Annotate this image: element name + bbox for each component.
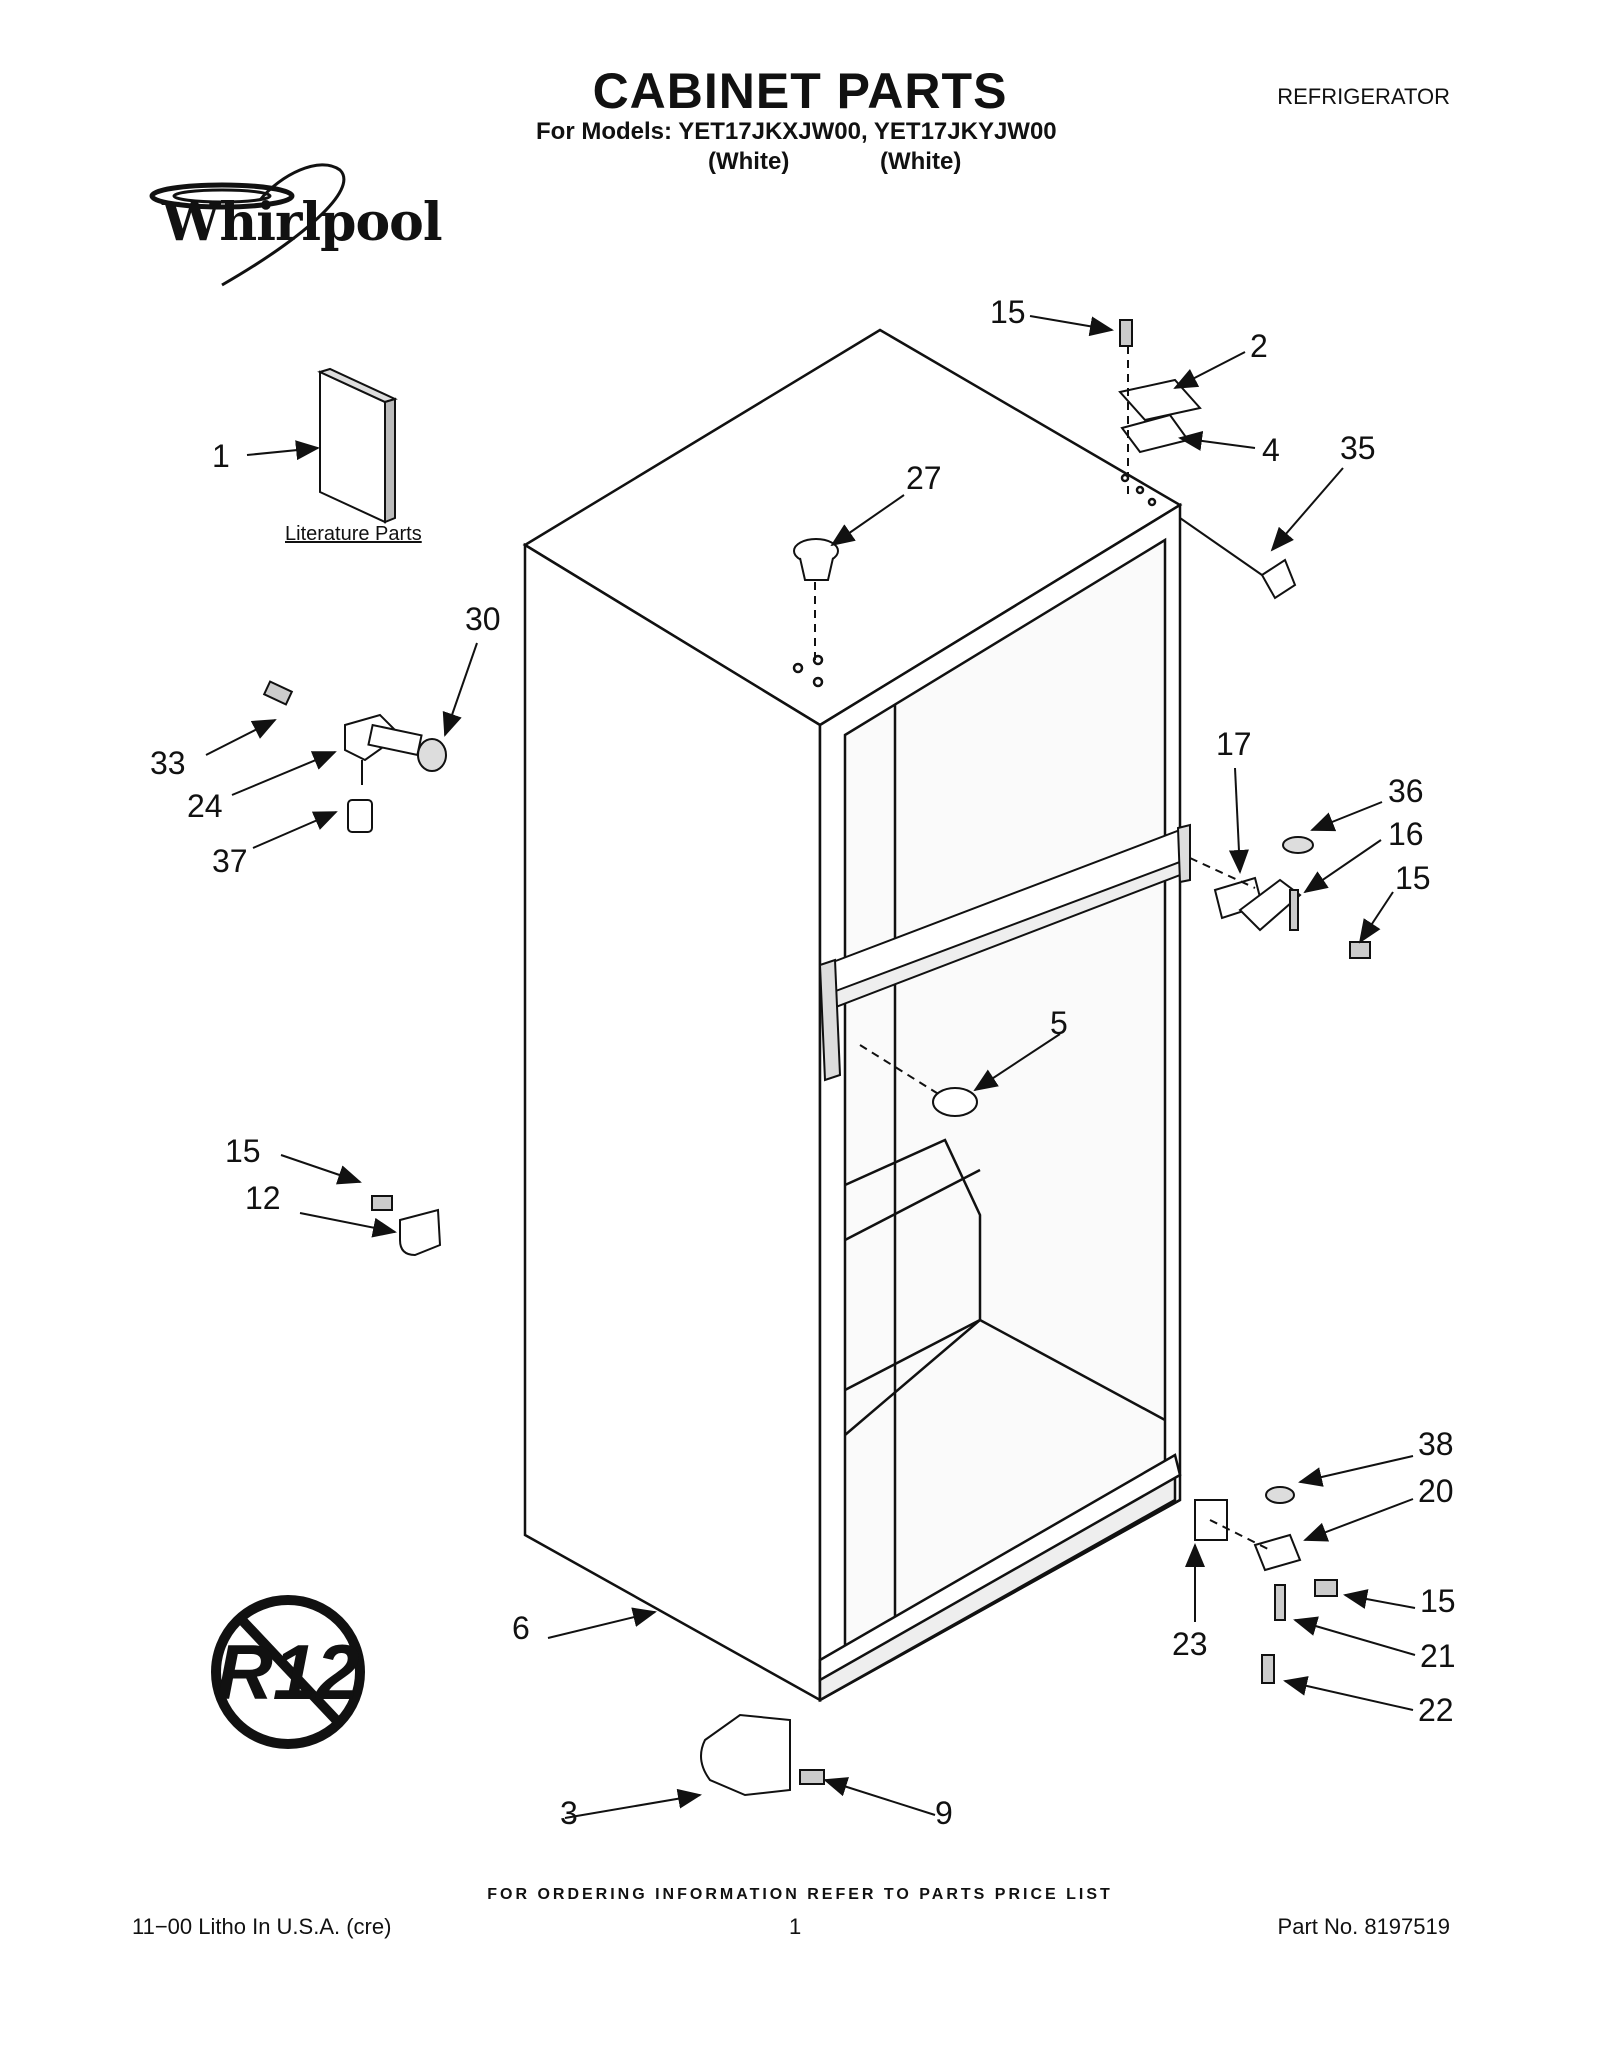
part-mid-hinge (1189, 836, 1371, 959)
center-hinge-rail (818, 823, 1191, 1082)
part-plug-5 (859, 1044, 978, 1117)
model-color-1: (White) (708, 148, 790, 175)
callout-36: 36 (1388, 773, 1424, 809)
part-number: Part No. 8197519 (1277, 1914, 1450, 1939)
callout-24: 24 (187, 788, 223, 824)
ordering-notice: FOR ORDERING INFORMATION REFER TO PARTS … (487, 1886, 1113, 1903)
callout-1: 1 (212, 438, 230, 474)
callout-17: 17 (1216, 726, 1252, 762)
callout-20: 20 (1418, 1473, 1454, 1509)
refrigerator-cabinet (522, 328, 1183, 1703)
part-clip-12 (371, 1195, 442, 1257)
whirlpool-swoosh-icon (149, 163, 346, 287)
callout-30: 30 (465, 601, 501, 637)
callout-21: 21 (1420, 1638, 1456, 1674)
models-line: For Models: YET17JKXJW00, YET17JKYJW00 (536, 118, 1057, 145)
no-r12-icon (211, 1595, 365, 1749)
litho-info: 11−00 Litho In U.S.A. (cre) (132, 1914, 392, 1939)
callout-4: 4 (1262, 432, 1280, 468)
callout-23: 23 (1172, 1626, 1208, 1662)
callout-27: 27 (906, 460, 942, 496)
callout-33: 33 (150, 745, 186, 781)
page-number: 1 (789, 1914, 802, 1939)
part-hinge-pin-assembly (262, 680, 447, 833)
category-label: REFRIGERATOR (1277, 84, 1450, 109)
literature-booklet-icon (317, 367, 398, 524)
callout-15-top: 15 (990, 294, 1026, 330)
r12-badge-text: R12 (216, 1627, 360, 1716)
callout-38: 38 (1418, 1426, 1454, 1462)
literature-parts-label: Literature Parts (285, 523, 422, 545)
leader-arrows (205, 315, 1416, 1819)
part-plug-27 (793, 538, 839, 660)
page-title: CABINET PARTS (592, 63, 1008, 119)
callout-22: 22 (1418, 1692, 1454, 1728)
callout-2: 2 (1250, 328, 1268, 364)
callout-15-mid: 15 (1395, 860, 1431, 896)
callout-6: 6 (512, 1610, 530, 1646)
callout-3: 3 (560, 1795, 578, 1831)
part-hinge-cover (1179, 517, 1297, 600)
callout-16: 16 (1388, 816, 1424, 852)
part-bottom-hinge (1194, 1486, 1338, 1684)
callout-5: 5 (1050, 1005, 1068, 1041)
model-color-2: (White) (880, 148, 962, 175)
callout-15-bottom: 15 (1420, 1583, 1456, 1619)
callout-9: 9 (935, 1795, 953, 1831)
brand-logo: Whirlpool (162, 192, 443, 253)
part-toe-grille-hinge (700, 1713, 825, 1797)
callout-12: 12 (245, 1180, 281, 1216)
callout-35: 35 (1340, 430, 1376, 466)
part-top-hinge (1118, 319, 1202, 495)
callout-37: 37 (212, 843, 248, 879)
callout-15-left: 15 (225, 1133, 261, 1169)
